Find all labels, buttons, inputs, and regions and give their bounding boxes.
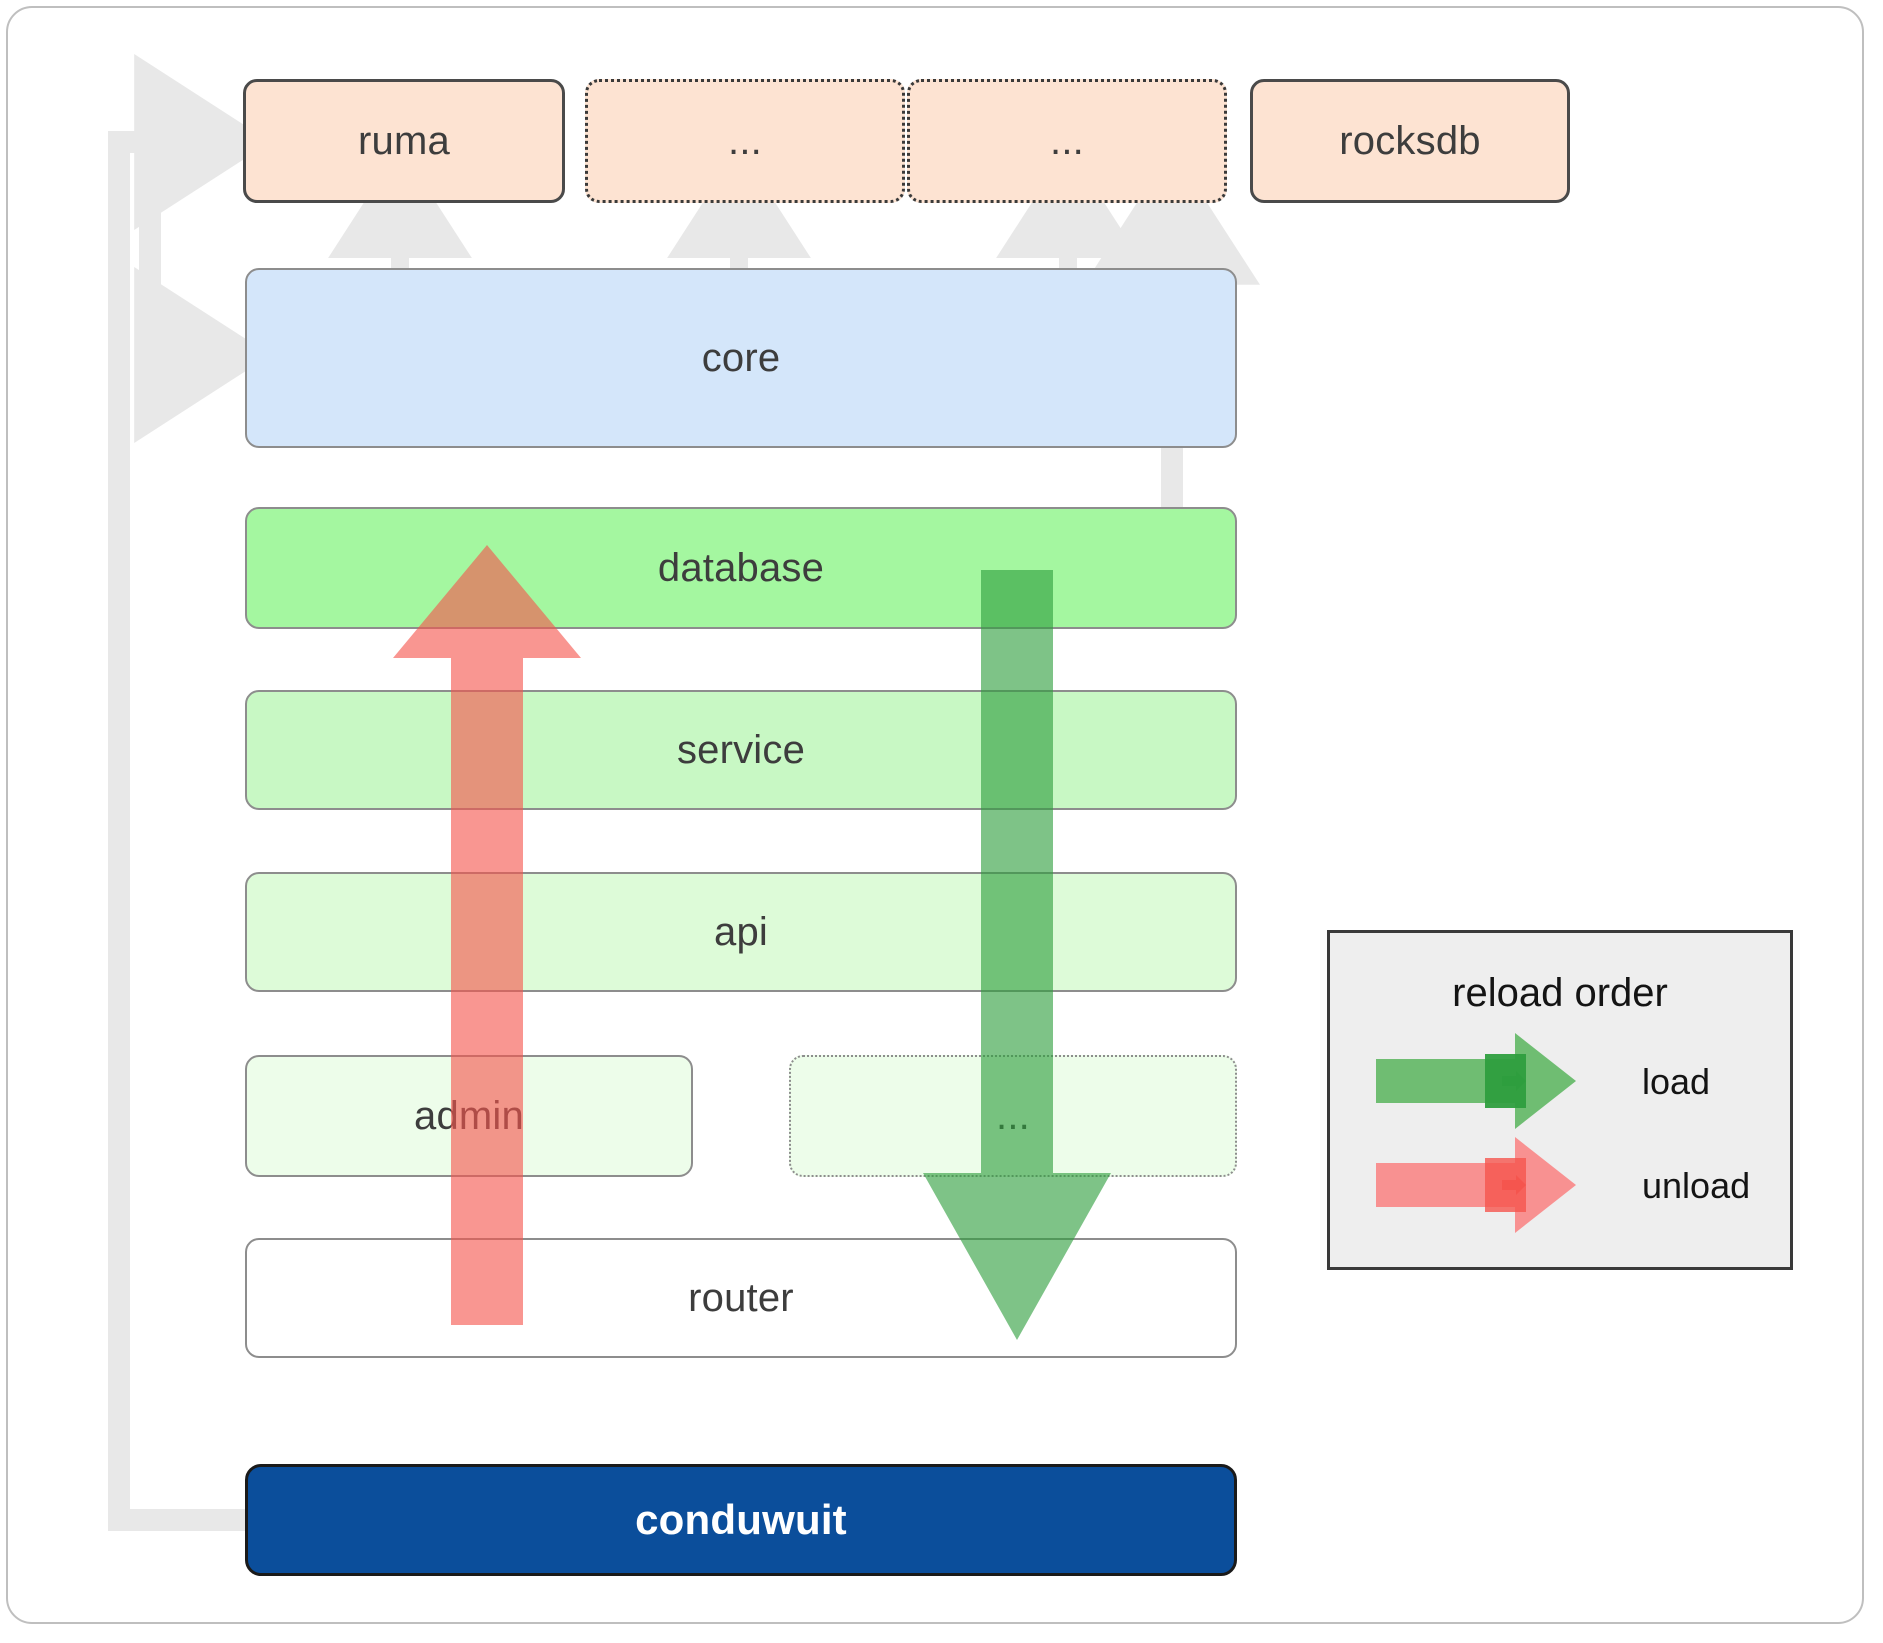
legend-label-load: load: [1642, 1061, 1711, 1102]
node-ellipsis-1[interactable]: ...: [585, 79, 905, 203]
node-core[interactable]: core: [245, 268, 1237, 448]
node-database[interactable]: database: [245, 507, 1237, 629]
legend-arrows: [1376, 1033, 1576, 1233]
node-api[interactable]: api: [245, 872, 1237, 992]
node-label: api: [714, 910, 768, 954]
node-label: ...: [728, 119, 762, 163]
legend-unload-arrow-icon: [1376, 1137, 1576, 1233]
legend-load-arrow-icon: [1376, 1033, 1576, 1129]
node-label: database: [657, 546, 825, 590]
unload-arrow: [393, 545, 581, 1325]
load-arrow: [923, 570, 1111, 1340]
node-label: conduwuit: [635, 1496, 847, 1543]
node-router[interactable]: router: [245, 1238, 1237, 1358]
legend-label-unload: unload: [1642, 1165, 1751, 1206]
connector-conduwuit-to-deps: [108, 54, 271, 1531]
node-label: core: [701, 336, 781, 380]
node-label: service: [676, 728, 806, 772]
legend-title: reload order: [1452, 971, 1668, 1015]
node-label: rocksdb: [1339, 119, 1481, 163]
node-conduwuit[interactable]: conduwuit: [245, 1464, 1237, 1576]
legend-box: reload order load unload: [1327, 930, 1793, 1270]
node-ellipsis-2[interactable]: ...: [907, 79, 1227, 203]
node-service[interactable]: service: [245, 690, 1237, 810]
node-label: router: [688, 1276, 794, 1320]
node-label: ...: [1050, 119, 1084, 163]
node-label: ruma: [358, 119, 450, 163]
node-ruma[interactable]: ruma: [243, 79, 565, 203]
node-rocksdb[interactable]: rocksdb: [1250, 79, 1570, 203]
